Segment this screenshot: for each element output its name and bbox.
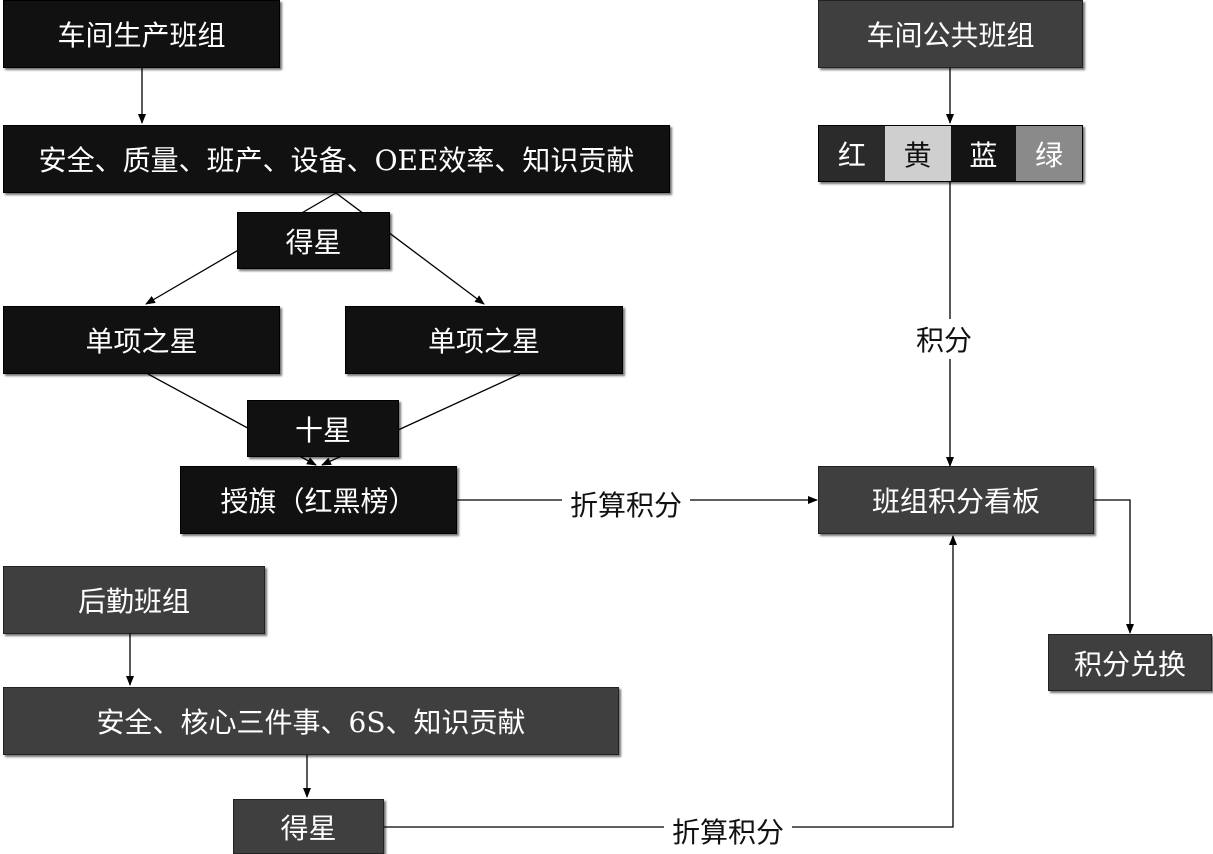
single-star-left: 单项之星 bbox=[3, 306, 280, 374]
production-metrics-box: 安全、质量、班产、设备、OEE效率、知识贡献 bbox=[3, 125, 670, 193]
single-star-right: 单项之星 bbox=[345, 306, 623, 374]
workshop-production-group: 车间生产班组 bbox=[3, 0, 280, 68]
team-points-board: 班组积分看板 bbox=[818, 466, 1094, 534]
convert-points-lower: 折算积分 bbox=[664, 811, 793, 851]
get-star-bottom: 得星 bbox=[233, 799, 384, 854]
ten-stars: 十星 bbox=[247, 400, 399, 457]
arrow-board-to-exchange bbox=[1094, 499, 1134, 634]
arrow-bottom-star-to-board bbox=[384, 535, 957, 828]
color-cell-green: 绿 bbox=[1016, 126, 1082, 181]
color-grade-strip: 红 黄 蓝 绿 bbox=[818, 125, 1083, 182]
flag-award-box: 授旗（红黑榜） bbox=[180, 466, 457, 534]
logistics-group: 后勤班组 bbox=[3, 566, 265, 634]
points-label: 积分 bbox=[908, 319, 981, 359]
convert-points-upper: 折算积分 bbox=[562, 484, 691, 524]
color-cell-yellow: 黄 bbox=[884, 126, 951, 181]
color-cell-red: 红 bbox=[819, 126, 885, 181]
get-star-top: 得星 bbox=[237, 212, 390, 269]
logistics-metrics-box: 安全、核心三件事、6S、知识贡献 bbox=[3, 687, 619, 755]
color-cell-blue: 蓝 bbox=[950, 126, 1017, 181]
points-exchange: 积分兑换 bbox=[1048, 634, 1212, 691]
workshop-public-group: 车间公共班组 bbox=[818, 0, 1083, 68]
